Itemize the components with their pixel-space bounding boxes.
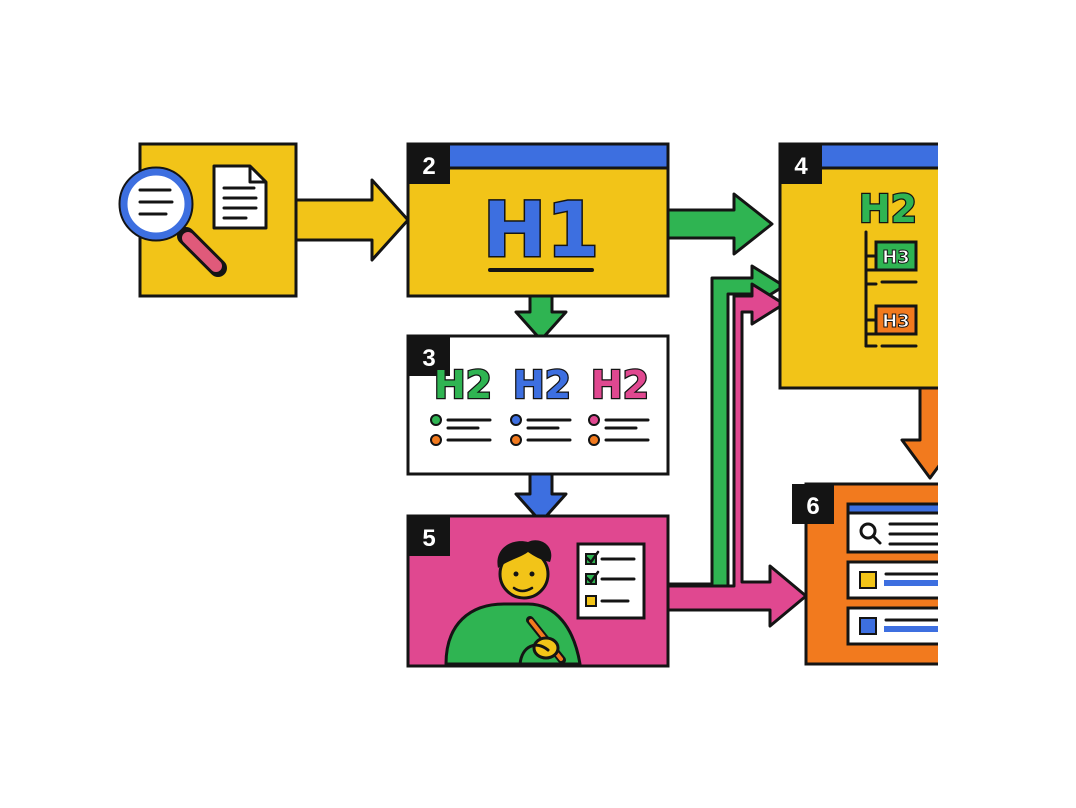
h3-label-green: H3	[882, 247, 910, 268]
outline-tree	[864, 230, 918, 348]
person-writing-icon	[444, 540, 582, 666]
arrow-4-to-6	[900, 386, 938, 480]
h2-heading-green: H2	[434, 363, 492, 407]
step-6-box: 6	[792, 482, 938, 666]
step-number: 5	[422, 525, 435, 552]
step-3-box: 3 H2 H2 H2	[406, 334, 670, 476]
arrow-2-to-3	[514, 294, 568, 342]
arrow-3-to-5	[514, 472, 568, 524]
bullet-list	[430, 414, 650, 446]
arrow-5-to-4-and-6-pink	[666, 282, 808, 628]
checklist-icon	[576, 542, 646, 620]
result-list-icon	[846, 560, 938, 646]
step-1-box	[118, 142, 298, 298]
step-2-box: 2 H1	[406, 142, 670, 298]
step-4-box: 4 H2 H3 H3	[778, 142, 938, 390]
step-number: 4	[794, 153, 808, 180]
h2-heading-pink: H2	[591, 363, 649, 407]
arrow-1-to-2	[294, 178, 410, 262]
h1-heading: H1	[483, 185, 600, 274]
step-number: 3	[422, 345, 435, 372]
magnifier-icon	[118, 166, 227, 277]
document-icon	[212, 164, 268, 230]
h2-heading-blue: H2	[513, 363, 571, 407]
step-number: 6	[806, 493, 819, 520]
h2-heading: H2	[859, 187, 917, 231]
arrow-2-to-4	[666, 192, 774, 256]
step-5-box: 5	[406, 514, 670, 668]
search-icon	[859, 522, 882, 545]
search-results-panel	[846, 502, 938, 646]
step-number: 2	[422, 153, 435, 180]
h3-label-orange: H3	[882, 311, 910, 332]
